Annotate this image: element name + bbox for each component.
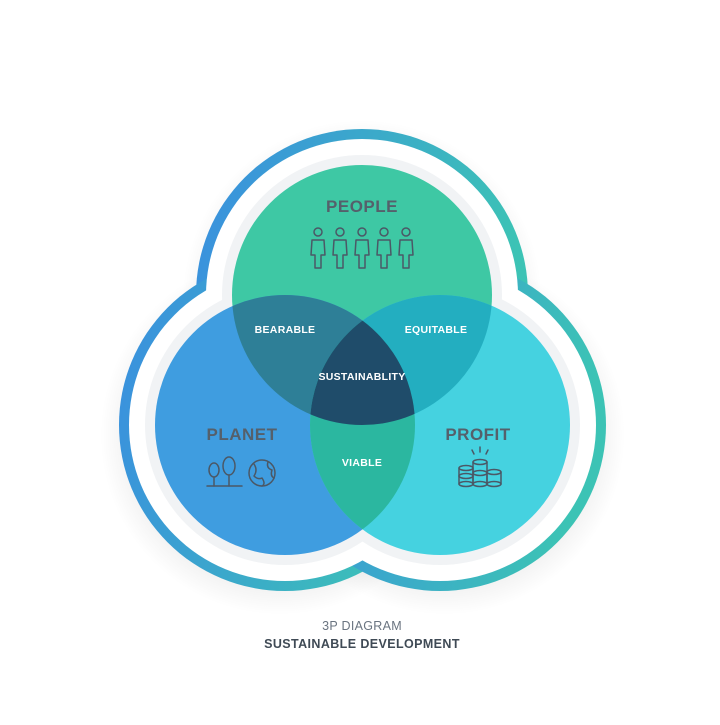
people-icon [310, 227, 414, 269]
caption-subtitle: 3P DIAGRAM [322, 619, 402, 633]
sustainability-region [310, 295, 415, 425]
profit-label: PROFIT [445, 425, 510, 444]
caption-title: SUSTAINABLE DEVELOPMENT [264, 637, 460, 651]
viable-label: VIABLE [342, 457, 382, 469]
sustainability-label: SUSTAINABLITY [318, 371, 405, 383]
planet-label: PLANET [207, 425, 278, 444]
coins-icon [458, 446, 502, 488]
equitable-label: EQUITABLE [405, 324, 468, 336]
planet-icon [206, 456, 276, 487]
bearable-label: BEARABLE [255, 324, 316, 336]
people-label: PEOPLE [326, 197, 398, 216]
